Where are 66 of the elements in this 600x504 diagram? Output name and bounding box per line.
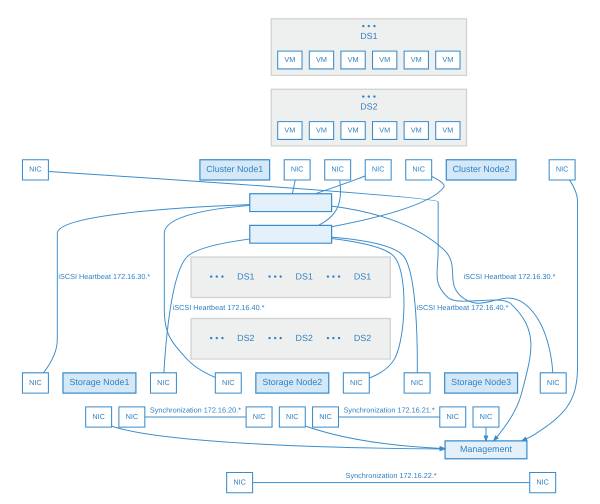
- node-box: NIC: [312, 406, 340, 428]
- node-box: VM: [404, 50, 429, 69]
- node-box: Storage Node2: [255, 372, 330, 394]
- node-box: NIC: [214, 372, 242, 394]
- node-box: NIC: [22, 372, 49, 394]
- edge-label: Synchronization 172.16.22.*: [346, 470, 437, 480]
- edge-label: Synchronization 172.16.21.*: [344, 404, 435, 414]
- node-box: VM: [404, 120, 429, 140]
- edge-label: Synchronization 172.16.20.*: [150, 404, 242, 414]
- node-box: VM: [340, 120, 366, 140]
- connector: [43, 204, 250, 373]
- node-box: NIC: [226, 471, 254, 493]
- node-box: • • • DS2 • • • DS2 • • • DS2: [190, 317, 391, 360]
- node-box: VM: [308, 50, 334, 69]
- node-box: Cluster Node1: [199, 158, 270, 180]
- connector: [338, 416, 440, 417]
- node-box: NIC: [278, 406, 306, 428]
- connector: [164, 204, 250, 378]
- connector: [314, 175, 366, 194]
- connector: [144, 416, 246, 417]
- node-box: NIC: [529, 471, 556, 493]
- arrow: [48, 170, 532, 442]
- node-box: VM: [372, 50, 398, 69]
- connector: [318, 179, 341, 226]
- node-box: VM: [340, 50, 366, 69]
- node-box: Cluster Node2: [446, 158, 517, 180]
- node-box: Storage Node1: [62, 372, 137, 394]
- connector: [252, 482, 530, 483]
- arrow: [520, 179, 578, 441]
- node-box: NIC: [548, 158, 576, 180]
- node-box: VM: [308, 120, 334, 140]
- node-box: Storage Node3: [444, 372, 518, 394]
- node-box: [249, 192, 332, 212]
- arrow: [484, 426, 488, 442]
- edge-label: iSCSI Heartbeat 172.16.30.*: [464, 271, 556, 280]
- node-box: NIC: [284, 158, 311, 180]
- node-box: NIC: [118, 406, 146, 428]
- node-box: NIC: [405, 158, 432, 180]
- node-box: NIC: [85, 406, 112, 428]
- node-box: NIC: [404, 372, 431, 394]
- connector: [163, 238, 250, 373]
- node-box: NIC: [472, 406, 500, 428]
- connector: [331, 175, 445, 227]
- node-box: VM: [435, 120, 461, 140]
- node-box: NIC: [150, 372, 177, 394]
- node-box: VM: [435, 50, 461, 69]
- connector: [292, 179, 296, 194]
- node-box: VM: [277, 120, 303, 140]
- node-box: NIC: [22, 158, 49, 180]
- node-box: VM: [372, 120, 398, 140]
- connector: [331, 238, 404, 378]
- node-box: NIC: [540, 372, 567, 394]
- edge-label: iSCSI Heartbeat 172.16.30.*: [58, 271, 150, 280]
- node-box: NIC: [364, 158, 392, 180]
- node-box: NIC: [439, 406, 466, 428]
- node-box: NIC: [324, 158, 352, 180]
- node-box: Management: [444, 440, 528, 459]
- edge-label: iSCSI Heartbeat 172.16.40.*: [416, 302, 508, 312]
- connector: [331, 236, 418, 373]
- node-box: [249, 224, 332, 244]
- node-box: VM: [277, 50, 303, 69]
- connector: [331, 205, 554, 373]
- node-box: NIC: [246, 406, 273, 428]
- node-box: NIC: [342, 372, 370, 394]
- node-box: • • • DS1 • • • DS1 • • • DS1: [190, 256, 391, 298]
- edge-label: iSCSI Heartbeat 172.16.40.*: [172, 302, 265, 312]
